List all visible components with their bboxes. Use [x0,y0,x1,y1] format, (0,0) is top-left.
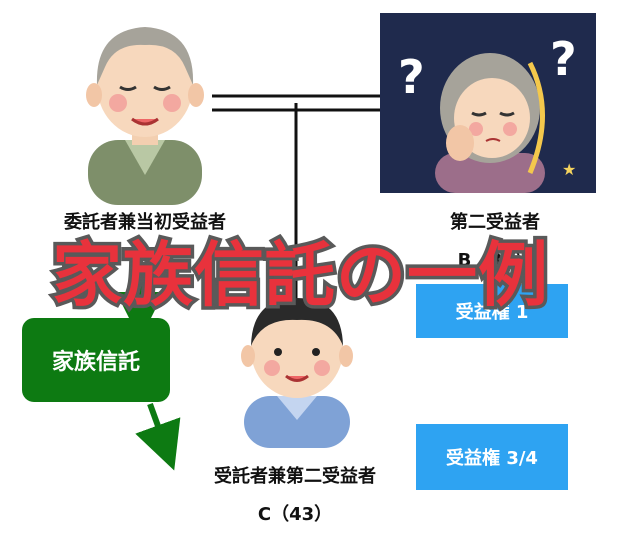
trustee-role-label: 受託者兼第二受益者 [214,466,376,487]
question-mark-left-icon: ? [398,50,425,104]
settlor-illustration [86,27,204,205]
page-title: 家族信託の一例 [49,231,552,320]
old-woman-illustration: ? ? ★ [398,32,577,193]
settlor-role-label: 委託者兼当初受益者 [64,212,226,233]
beneficial-right-box-b: 受益権 1 [416,284,568,338]
second-beneficiary-role-label: 第二受益者 [450,212,540,233]
star-icon: ★ [562,160,576,179]
trustee-illustration [241,298,353,448]
family-trust-box: 家族信託 [22,318,170,402]
second-beneficiary-name-label: B（80） [457,250,533,271]
trustee-name-label: C（43） [257,504,333,525]
second-beneficiary-panel: ? ? ★ [380,13,596,193]
question-mark-right-icon: ? [550,32,577,86]
beneficial-right-box-c: 受益権 3/4 [416,424,568,490]
